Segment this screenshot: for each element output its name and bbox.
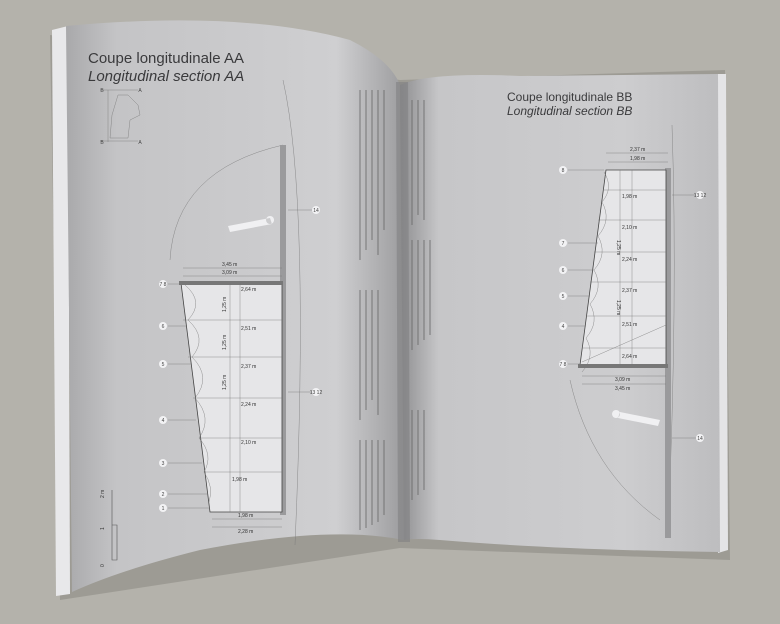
svg-text:13 12: 13 12 xyxy=(694,193,707,199)
svg-text:0: 0 xyxy=(100,564,106,567)
svg-text:1,98 m: 1,98 m xyxy=(238,513,253,519)
svg-text:5: 5 xyxy=(162,362,165,368)
svg-text:1,98 m: 1,98 m xyxy=(630,156,645,162)
svg-text:A: A xyxy=(138,140,142,146)
svg-text:2,10 m: 2,10 m xyxy=(622,225,637,231)
svg-text:B: B xyxy=(100,140,104,146)
svg-text:8: 8 xyxy=(562,168,565,174)
svg-text:3,09 m: 3,09 m xyxy=(222,270,237,276)
book-gutter xyxy=(396,82,410,542)
right-wall xyxy=(665,168,671,538)
svg-text:A: A xyxy=(138,88,142,94)
svg-text:14: 14 xyxy=(697,436,703,442)
left-wall xyxy=(280,145,286,515)
left-legend-text xyxy=(359,90,385,530)
left-page-edge xyxy=(52,26,70,596)
svg-text:14: 14 xyxy=(313,208,319,214)
svg-text:13 12: 13 12 xyxy=(310,390,323,396)
left-title-en: Longitudinal section AA xyxy=(88,68,244,85)
svg-text:2,24 m: 2,24 m xyxy=(241,402,256,408)
svg-text:6: 6 xyxy=(562,268,565,274)
svg-text:2,51 m: 2,51 m xyxy=(622,322,637,328)
svg-text:4: 4 xyxy=(162,418,165,424)
svg-text:2,64 m: 2,64 m xyxy=(241,287,256,293)
svg-text:2,64 m: 2,64 m xyxy=(622,354,637,360)
right-legend-text xyxy=(411,100,431,500)
left-title-fr: Coupe longitudinale AA xyxy=(88,50,244,67)
scale-bar: 0 1 2 m xyxy=(100,490,118,567)
svg-text:1: 1 xyxy=(162,506,165,512)
person-silhouette-right xyxy=(612,410,660,426)
svg-text:2,37 m: 2,37 m xyxy=(630,147,645,153)
right-callouts: 8 7 6 5 4 7 8 13 12 14 xyxy=(559,166,706,442)
right-title-en: Longitudinal section BB xyxy=(507,104,632,118)
left-callouts: 7 8 6 5 4 3 2 1 14 13 12 xyxy=(159,206,322,512)
svg-text:2,37 m: 2,37 m xyxy=(622,288,637,294)
svg-text:1,25 m: 1,25 m xyxy=(615,240,621,255)
svg-text:1,25 m: 1,25 m xyxy=(222,335,228,350)
key-plan: B A B A xyxy=(100,88,142,146)
svg-text:2: 2 xyxy=(162,492,165,498)
svg-text:3,45 m: 3,45 m xyxy=(222,262,237,268)
svg-text:1,98 m: 1,98 m xyxy=(232,477,247,483)
person-silhouette-left xyxy=(228,216,275,232)
svg-text:2,10 m: 2,10 m xyxy=(241,440,256,446)
svg-text:3: 3 xyxy=(162,461,165,467)
svg-text:1,25 m: 1,25 m xyxy=(222,297,228,312)
svg-text:5: 5 xyxy=(562,294,565,300)
svg-text:1: 1 xyxy=(100,527,106,530)
svg-text:6: 6 xyxy=(162,324,165,330)
svg-text:7 8: 7 8 xyxy=(160,282,167,288)
svg-text:3,09 m: 3,09 m xyxy=(615,377,630,383)
svg-text:2,24 m: 2,24 m xyxy=(622,257,637,263)
svg-text:1,98 m: 1,98 m xyxy=(622,194,637,200)
svg-text:1,25 m: 1,25 m xyxy=(222,375,228,390)
svg-text:B: B xyxy=(100,88,104,94)
svg-text:2 m: 2 m xyxy=(100,490,106,498)
svg-text:2,37 m: 2,37 m xyxy=(241,364,256,370)
svg-text:2,51 m: 2,51 m xyxy=(241,326,256,332)
svg-text:1,25 m: 1,25 m xyxy=(615,300,621,315)
section-aa-drawing: 2,64 m 2,51 m 2,37 m 2,24 m 2,10 m 1,98 … xyxy=(179,262,283,535)
right-title-fr: Coupe longitudinale BB xyxy=(507,90,632,104)
svg-text:4: 4 xyxy=(562,324,565,330)
right-page xyxy=(400,74,720,552)
section-bb-drawing: 1,98 m 2,10 m 2,24 m 2,37 m 2,51 m 2,64 … xyxy=(578,147,668,392)
svg-text:7: 7 xyxy=(562,241,565,247)
svg-text:3,45 m: 3,45 m xyxy=(615,386,630,392)
svg-text:2,28 m: 2,28 m xyxy=(238,529,253,535)
svg-text:7 8: 7 8 xyxy=(560,362,567,368)
door-swing-arc-left xyxy=(169,79,301,546)
